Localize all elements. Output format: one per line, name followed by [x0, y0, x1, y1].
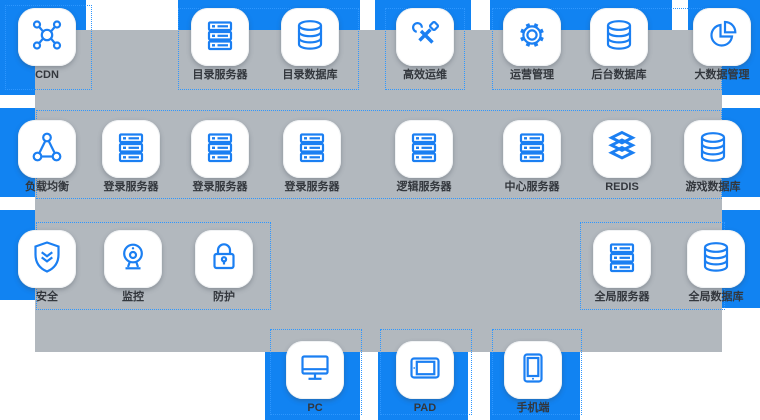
- smartphone-icon: [515, 350, 551, 391]
- node-label: 登录服务器: [192, 181, 248, 193]
- diagram-canvas: [35, 30, 722, 352]
- node-label: PC: [307, 402, 323, 414]
- node-card: [195, 230, 253, 288]
- node-label: REDIS: [605, 181, 639, 193]
- node-card: [504, 341, 562, 399]
- node-label: PAD: [413, 402, 437, 414]
- node-card: [102, 120, 160, 178]
- tablet-icon: [407, 350, 443, 391]
- node-card: [593, 120, 651, 178]
- diagram-node: 全局服务器: [593, 230, 651, 303]
- diagram-node: 安全: [18, 230, 76, 303]
- load-balancer-icon: [29, 129, 65, 170]
- diagram-node: 监控: [104, 230, 162, 303]
- group-outline-pad: [380, 329, 472, 415]
- diagram-node: 全局数据库: [687, 230, 745, 303]
- server-rack-icon: [406, 129, 442, 170]
- diagram-node: 登录服务器: [283, 120, 341, 193]
- lock-icon: [206, 239, 242, 280]
- diagram-node: REDIS: [593, 120, 651, 193]
- diagram-node: 后台数据库: [590, 8, 648, 81]
- node-card: [104, 230, 162, 288]
- diagram-node: CDN: [18, 8, 76, 81]
- node-card: [503, 120, 561, 178]
- monitor-icon: [297, 350, 333, 391]
- server-rack-icon: [514, 129, 550, 170]
- diagram-node: 登录服务器: [102, 120, 160, 193]
- diagram-node: 运营管理: [503, 8, 561, 81]
- node-label: 后台数据库: [591, 69, 647, 81]
- node-card: [395, 120, 453, 178]
- node-label: CDN: [35, 69, 59, 81]
- server-rack-icon: [294, 129, 330, 170]
- diagram-node: 负载均衡: [18, 120, 76, 193]
- node-label: 负载均衡: [25, 181, 69, 193]
- diagram-node: 大数据管理: [693, 8, 751, 81]
- database-icon: [601, 17, 637, 58]
- node-label: 高效运维: [403, 69, 447, 81]
- diagram-node: 游戏数据库: [684, 120, 742, 193]
- node-card: [18, 120, 76, 178]
- node-card: [191, 120, 249, 178]
- diagram-node: 目录服务器: [191, 8, 249, 81]
- diagram-node: PAD: [396, 341, 454, 414]
- group-outline-cdn: [5, 5, 92, 90]
- database-icon: [695, 129, 731, 170]
- node-label: 全局服务器: [594, 291, 650, 303]
- node-label: 目录数据库: [282, 69, 338, 81]
- node-card: [18, 230, 76, 288]
- diagram-node: 目录数据库: [281, 8, 339, 81]
- node-card: [693, 8, 751, 66]
- node-card: [396, 8, 454, 66]
- node-label: 登录服务器: [284, 181, 340, 193]
- diagram-node: 手机端: [504, 341, 562, 414]
- server-rack-icon: [202, 129, 238, 170]
- node-card: [191, 8, 249, 66]
- node-label: 手机端: [516, 402, 550, 414]
- node-card: [590, 8, 648, 66]
- group-outline-phone: [492, 329, 582, 415]
- node-label: 游戏数据库: [685, 181, 741, 193]
- node-card: [503, 8, 561, 66]
- shield-icon: [29, 239, 65, 280]
- database-icon: [292, 17, 328, 58]
- node-card: [283, 120, 341, 178]
- webcam-icon: [115, 239, 151, 280]
- server-rack-icon: [604, 239, 640, 280]
- tools-icon: [407, 17, 443, 58]
- cdn-network-icon: [29, 17, 65, 58]
- group-outline-pc: [270, 329, 362, 415]
- node-card: [396, 341, 454, 399]
- node-card: [281, 8, 339, 66]
- node-label: 防护: [213, 291, 235, 303]
- node-label: 全局数据库: [688, 291, 744, 303]
- node-label: 逻辑服务器: [396, 181, 452, 193]
- pie-chart-icon: [704, 17, 740, 58]
- diagram-node: 防护: [195, 230, 253, 303]
- node-label: 大数据管理: [694, 69, 750, 81]
- layers-icon: [604, 129, 640, 170]
- server-rack-icon: [202, 17, 238, 58]
- node-label: 目录服务器: [192, 69, 248, 81]
- node-card: [18, 8, 76, 66]
- diagram-node: 中心服务器: [503, 120, 561, 193]
- node-card: [286, 341, 344, 399]
- node-label: 监控: [122, 291, 144, 303]
- node-label: 中心服务器: [504, 181, 560, 193]
- node-card: [593, 230, 651, 288]
- database-icon: [698, 239, 734, 280]
- diagram-node: 高效运维: [396, 8, 454, 81]
- diagram-node: 登录服务器: [191, 120, 249, 193]
- node-label: 运营管理: [510, 69, 554, 81]
- node-card: [684, 120, 742, 178]
- diagram-node: 逻辑服务器: [395, 120, 453, 193]
- node-label: 安全: [36, 291, 58, 303]
- diagram-node: PC: [286, 341, 344, 414]
- node-label: 登录服务器: [103, 181, 159, 193]
- node-card: [687, 230, 745, 288]
- server-rack-icon: [113, 129, 149, 170]
- gear-icon: [514, 17, 550, 58]
- group-outline-directory: [178, 8, 359, 90]
